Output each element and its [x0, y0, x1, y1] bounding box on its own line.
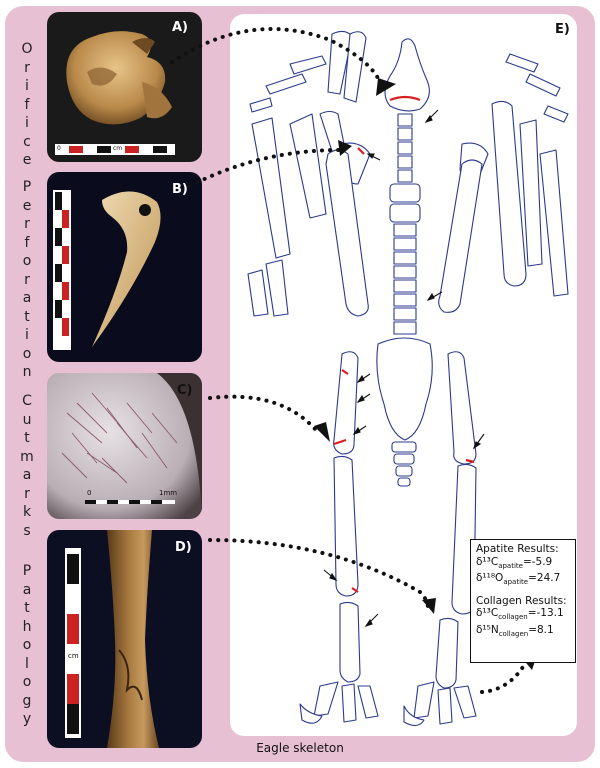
side-label-letter: O — [21, 41, 33, 57]
skeleton-panel — [230, 14, 577, 736]
photo-cutmarks: C) 0 1mm — [47, 373, 202, 519]
skull-bone — [384, 38, 430, 112]
collagen-results-title: Collagen Results: — [476, 594, 567, 607]
ruler-a-zero: 0 — [57, 145, 61, 152]
side-label-letter: P — [22, 179, 32, 195]
scale-c-end: 1mm — [159, 489, 178, 497]
ruler-d-mark-cm: cm — [68, 652, 79, 660]
collagen-c-value: δ¹³Ccollagen=-13.1 — [476, 607, 564, 622]
connector-a — [170, 27, 382, 84]
side-label-letter: e — [22, 197, 32, 214]
side-label-letter: r — [24, 485, 30, 502]
connector-e — [480, 660, 528, 694]
panel-label-b: B) — [172, 182, 188, 197]
panel-label-a: A) — [172, 20, 189, 35]
isotope-results-box: Apatite Results: δ¹³Capatite=-5.9 δ¹¹⁸Oa… — [470, 539, 576, 663]
photo-pathology: D) 5 cm 0 — [47, 530, 202, 748]
panel-label-d: D) — [175, 540, 192, 555]
side-label-letter: i — [25, 115, 29, 131]
side-label-letter: o — [22, 637, 32, 653]
side-label-letter: c — [23, 133, 31, 150]
side-label-letter: f — [24, 234, 30, 251]
connector-c — [208, 394, 318, 432]
side-label-letter: k — [22, 504, 32, 520]
figure-caption: Eagle skeleton — [256, 741, 344, 755]
side-label-letter: y — [22, 711, 32, 727]
side-label-letter: P — [22, 563, 32, 579]
talon-image — [53, 190, 161, 350]
side-label-letter: f — [24, 96, 30, 113]
apatite-c-value: δ¹³Capatite=-5.9 — [476, 555, 553, 570]
apatite-o-value: δ¹¹⁸Oapatite=24.7 — [476, 572, 561, 587]
side-label-letter: r — [24, 216, 30, 232]
ruler-d-mark-0: 0 — [68, 726, 73, 734]
side-label-letter: h — [22, 618, 32, 635]
side-label-letter: e — [22, 152, 32, 168]
connector-d — [208, 538, 430, 610]
eagle-skeleton-drawing — [247, 30, 569, 727]
side-label-letter: o — [22, 253, 32, 269]
side-label-letter: a — [22, 581, 32, 598]
scale-c-start: 0 — [87, 489, 92, 497]
side-label-letter: a — [22, 467, 32, 483]
side-label-letter: o — [22, 345, 32, 362]
skull-fragment-image — [55, 31, 175, 155]
panel-label-c: C) — [177, 383, 193, 398]
side-label-letter: u — [22, 411, 32, 428]
side-label-letter: a — [22, 290, 32, 306]
side-label-letter: m — [20, 448, 34, 465]
bone-pathology-image — [65, 530, 159, 748]
cutmarks-image — [47, 373, 202, 519]
side-label-letter: g — [22, 692, 32, 709]
collagen-n-value: δ¹⁵Ncollagen=8.1 — [476, 623, 554, 638]
ruler-d-mark-5: 5 — [68, 564, 73, 572]
side-label-letter: n — [22, 364, 32, 380]
side-label-letter: l — [25, 655, 29, 672]
pelvis-bone — [376, 337, 433, 441]
connector-b — [188, 148, 342, 188]
side-label-letter: t — [24, 308, 30, 325]
side-label-letter: r — [24, 59, 30, 76]
side-label-letter: t — [24, 600, 30, 616]
apatite-results-title: Apatite Results: — [476, 543, 559, 555]
photo-perforation: B) — [47, 172, 202, 362]
photo-orifice: A) 0 cm — [47, 12, 202, 162]
side-label-letter: o — [22, 674, 32, 690]
ruler-a-unit: cm — [113, 145, 123, 152]
side-label-letter: C — [22, 393, 32, 409]
side-label-letter: i — [25, 78, 29, 94]
panel-label-e: E) — [555, 22, 570, 37]
side-label-letter: t — [24, 430, 30, 446]
side-label-letter: i — [25, 327, 29, 343]
side-label-letter: r — [24, 271, 30, 288]
side-label-letter: s — [23, 522, 31, 539]
